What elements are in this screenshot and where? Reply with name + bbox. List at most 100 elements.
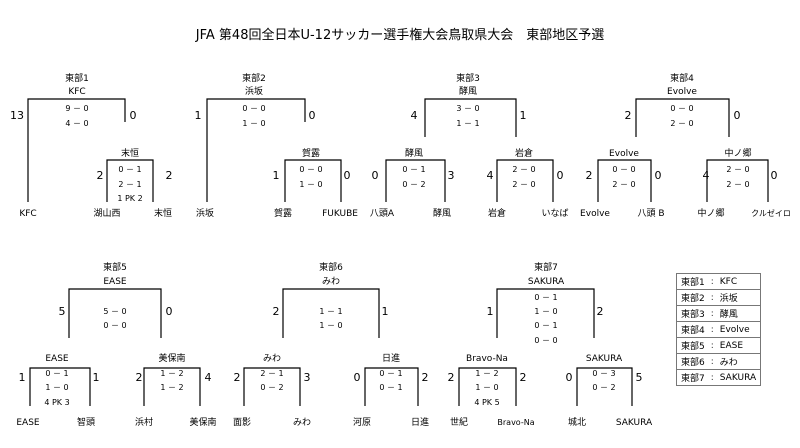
final-score-left: 13 [10, 109, 24, 122]
final-score-left: 2 [624, 109, 632, 122]
period-score: 4 － 0 [65, 119, 89, 128]
semi-score-right: 1 [92, 371, 100, 384]
team-name: KFC [19, 209, 37, 219]
bracket-header: 東部5 [103, 263, 127, 273]
pk-score: 4 PK 3 [44, 398, 70, 407]
final-score-left: 5 [58, 305, 66, 318]
semi-score-left: 0 [353, 371, 361, 384]
period-score: 1 － 0 [299, 180, 323, 189]
period-score: 2 － 1 [118, 180, 142, 189]
legend-row: 東部4:Evolve [675, 321, 762, 338]
period-score: 0 － 2 [402, 180, 426, 189]
final-score-right: 0 [165, 305, 173, 318]
semi-winner: 美保南 [158, 354, 186, 364]
legend-value: 酵風 [715, 305, 762, 322]
legend-key: 東部7 [675, 369, 709, 386]
team-name: みわ [292, 418, 312, 428]
team-name: EASE [16, 418, 40, 428]
period-score: 5 － 0 [103, 307, 127, 316]
semi-winner: Evolve [609, 149, 639, 159]
semi-score-left: 2 [585, 169, 593, 182]
period-score: 0 － 1 [118, 165, 142, 174]
legend-row: 東部6:みわ [675, 353, 762, 370]
semi-score-right: 2 [421, 371, 429, 384]
pk-score: 1 PK 2 [117, 194, 143, 203]
legend-value: KFC [715, 273, 762, 290]
bracket-header: 東部6 [319, 263, 343, 273]
team-name: 湖山西 [93, 209, 121, 219]
team-name: 賀露 [273, 209, 293, 219]
semi-score-right: 3 [447, 169, 455, 182]
period-score: 2 － 0 [670, 119, 694, 128]
legend-row: 東部3:酵風 [675, 305, 762, 322]
period-score: 1 － 0 [45, 383, 69, 392]
period-score: 0 － 0 [299, 165, 323, 174]
period-score: 3 － 0 [456, 104, 480, 113]
legend-sep: : [708, 321, 716, 338]
period-score: 0 － 0 [534, 336, 558, 345]
page-title: JFA 第48回全日本U-12サッカー選手権大会鳥取県大会 東部地区予選 [195, 28, 605, 43]
final-score-right: 1 [519, 109, 527, 122]
legend-sep: : [708, 305, 716, 322]
final-score-right: 0 [733, 109, 741, 122]
bracket-winner: 浜坂 [244, 87, 264, 97]
semi-winner: みわ [262, 354, 282, 364]
team-name: 中ノ郷 [697, 209, 725, 219]
bracket-winner: SAKURA [527, 277, 565, 287]
team-name: 面影 [232, 418, 252, 428]
legend-value: 浜坂 [715, 289, 762, 306]
period-score: 0 － 1 [534, 293, 558, 302]
team-name: 浜坂 [195, 209, 215, 219]
legend-sep: : [708, 289, 716, 306]
final-score-left: 1 [486, 305, 494, 318]
semi-score-right: 2 [165, 169, 173, 182]
period-score: 0 － 1 [379, 383, 403, 392]
period-score: 2 － 0 [512, 165, 536, 174]
legend-sep: : [708, 273, 716, 290]
final-score-right: 2 [596, 305, 604, 318]
final-score-left: 4 [410, 109, 418, 122]
semi-winner: SAKURA [585, 354, 623, 364]
period-score: 2 － 1 [260, 369, 284, 378]
legend-row: 東部1:KFC [675, 273, 762, 290]
team-name: 美保南 [189, 418, 217, 428]
bracket-winner: みわ [321, 277, 341, 287]
team-name: 酵風 [432, 209, 452, 219]
period-score: 1 － 1 [456, 119, 480, 128]
period-score: 0 － 2 [592, 383, 616, 392]
legend-table: 東部1:KFC 東部2:浜坂 東部3:酵風 東部4:Evolve 東部5:EAS… [675, 273, 762, 386]
semi-score-left: 4 [702, 169, 710, 182]
semi-score-right: 0 [770, 169, 778, 182]
semi-winner: 中ノ郷 [724, 149, 752, 159]
semi-score-left: 0 [565, 371, 573, 384]
final-score-right: 0 [129, 109, 137, 122]
pk-score: 4 PK 5 [474, 398, 500, 407]
bracket-header: 東部1 [65, 74, 89, 84]
semi-score-right: 0 [343, 169, 351, 182]
legend-key: 東部3 [675, 305, 709, 322]
semi-score-left: 2 [96, 169, 104, 182]
team-name: 河原 [352, 418, 372, 428]
team-name: Evolve [580, 209, 610, 219]
legend-row: 東部5:EASE [675, 337, 762, 354]
semi-score-left: 1 [18, 371, 26, 384]
period-score: 2 － 0 [726, 165, 750, 174]
final-score-left: 2 [272, 305, 280, 318]
bracket-winner: KFC [68, 87, 86, 97]
period-score: 2 － 0 [612, 180, 636, 189]
final-score-left: 1 [194, 109, 202, 122]
semi-score-right: 0 [654, 169, 662, 182]
period-score: 1 － 0 [534, 307, 558, 316]
period-score: 0 － 2 [260, 383, 284, 392]
semi-score-right: 2 [519, 371, 527, 384]
team-name: 八頭A [369, 209, 395, 219]
period-score: 1 － 2 [475, 369, 499, 378]
team-name: Bravo-Na [497, 418, 535, 427]
period-score: 0 － 1 [379, 369, 403, 378]
period-score: 0 － 0 [612, 165, 636, 174]
semi-winner: Bravo-Na [466, 354, 508, 364]
team-name: 浜村 [134, 418, 154, 428]
bracket-winner: 酵風 [458, 87, 478, 97]
bracket-header: 東部3 [456, 74, 480, 84]
